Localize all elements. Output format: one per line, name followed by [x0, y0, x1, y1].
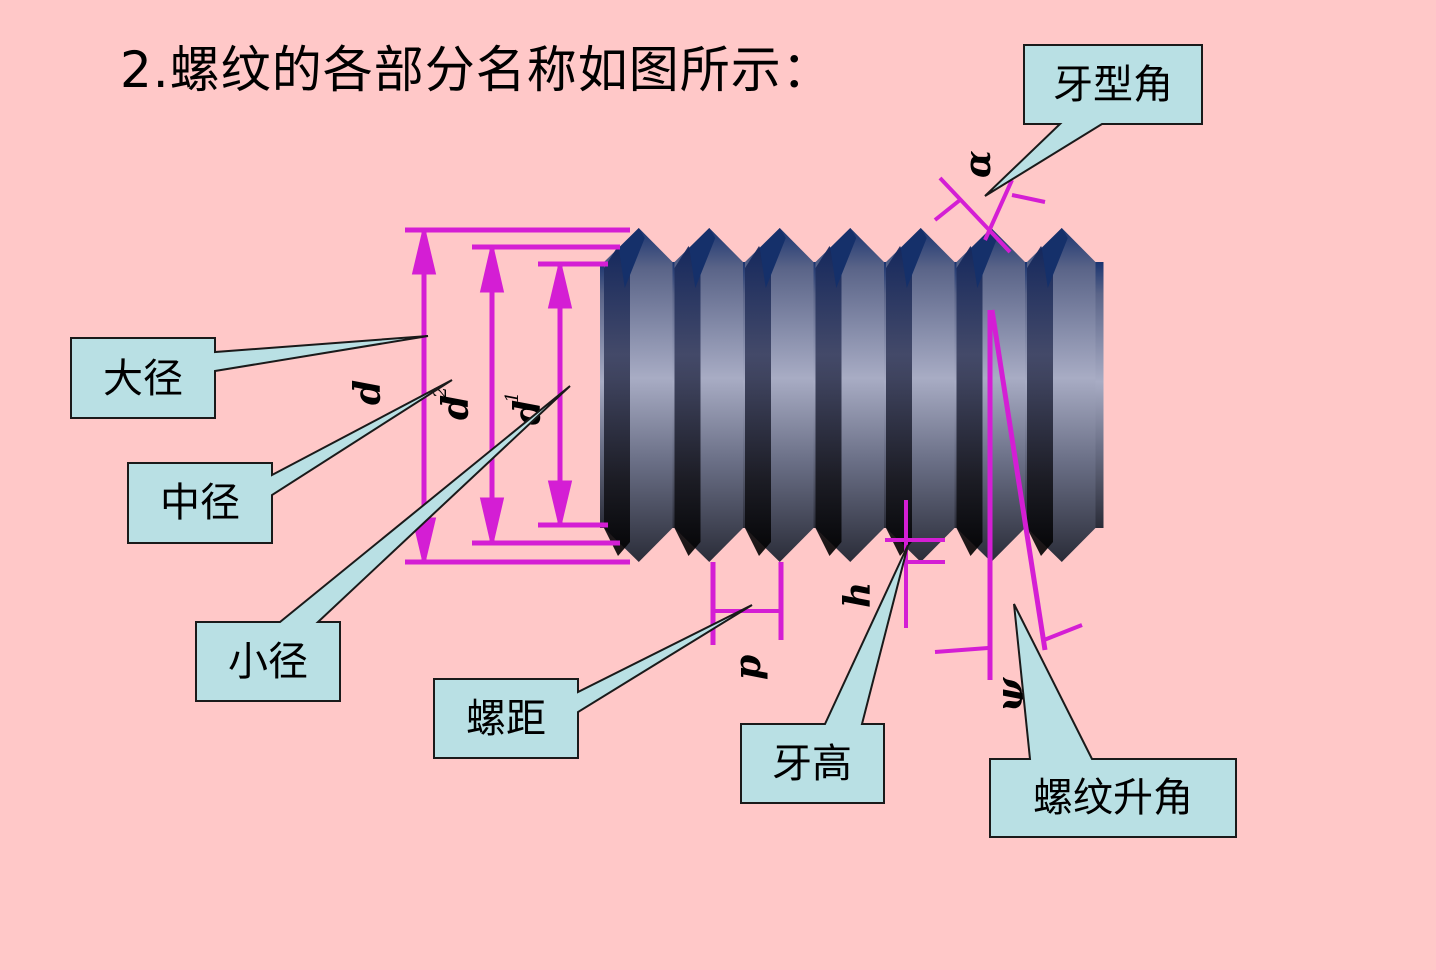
thread-crest-highlight — [689, 228, 716, 288]
major-diameter-symbol: d — [347, 380, 389, 405]
thread-root-shadow — [674, 246, 701, 556]
screw-thread-illustration — [600, 228, 1104, 562]
height-symbol: h — [837, 582, 879, 608]
slide-title: 2.螺纹的各部分名称如图所示： — [120, 41, 833, 99]
pitch-diameter-symbol-main: d — [435, 395, 477, 420]
profile-angle-symbol: α — [957, 150, 999, 178]
thread-crest-highlight — [1041, 228, 1068, 288]
profile-angle-line-right — [983, 179, 1014, 241]
callout-pitch-label: 螺距 — [466, 696, 546, 742]
lead-angle-arrow-left — [934, 646, 989, 654]
pitch-symbol: p — [727, 655, 769, 680]
thread-root-shadow — [745, 246, 771, 556]
thread-crest-highlight — [971, 228, 998, 288]
pitch-diameter-symbol: d 2 — [430, 387, 477, 420]
callout-thread-height-label: 牙高 — [772, 741, 852, 787]
thread-root-shadow — [1027, 246, 1053, 556]
callout-pitch-diameter-label: 中径 — [160, 480, 240, 526]
callout-lead-angle: 螺纹升角 — [989, 603, 1237, 838]
profile-angle-arrow-right — [1011, 193, 1046, 204]
pitch-diameter-arrow-bottom — [479, 497, 505, 540]
callout-major-diameter-label: 大径 — [103, 356, 183, 402]
thread-crest-highlight — [900, 228, 927, 288]
profile-angle-line-left — [938, 176, 1012, 254]
major-diameter-arrow-top — [411, 233, 437, 275]
minor-diameter-arrow-bottom — [547, 480, 573, 522]
callout-profile-angle: 牙型角 — [984, 44, 1203, 197]
callout-minor-diameter-label: 小径 — [228, 639, 308, 685]
callout-pitch: 螺距 — [433, 604, 753, 759]
thread-root-shadow — [886, 246, 912, 556]
minor-diameter-arrow-top — [547, 267, 573, 309]
thread-root-shadow — [815, 246, 842, 556]
lead-angle-helix-line — [989, 309, 1048, 651]
thread-crest-highlight — [618, 228, 645, 288]
thread-crest-highlight — [759, 228, 786, 288]
callout-profile-angle-label: 牙型角 — [1053, 62, 1173, 108]
pitch-diameter-arrow-top — [479, 250, 505, 293]
callout-pitch-diameter: 中径 — [127, 379, 453, 544]
profile-angle-arrow-left — [933, 198, 962, 222]
thread-root-shadow — [956, 246, 983, 556]
callout-minor-diameter: 小径 — [195, 385, 571, 702]
callout-lead-angle-label: 螺纹升角 — [1033, 775, 1193, 821]
thread-root-shadow — [604, 246, 630, 556]
minor-diameter-symbol-sub: 1 — [502, 392, 523, 403]
dimension-lines — [405, 176, 1083, 680]
callout-major-diameter: 大径 — [70, 335, 429, 419]
lead-angle-arrow-right — [1043, 623, 1083, 642]
thread-crest-highlight — [830, 228, 857, 288]
callout-thread-height: 牙高 — [740, 544, 909, 804]
